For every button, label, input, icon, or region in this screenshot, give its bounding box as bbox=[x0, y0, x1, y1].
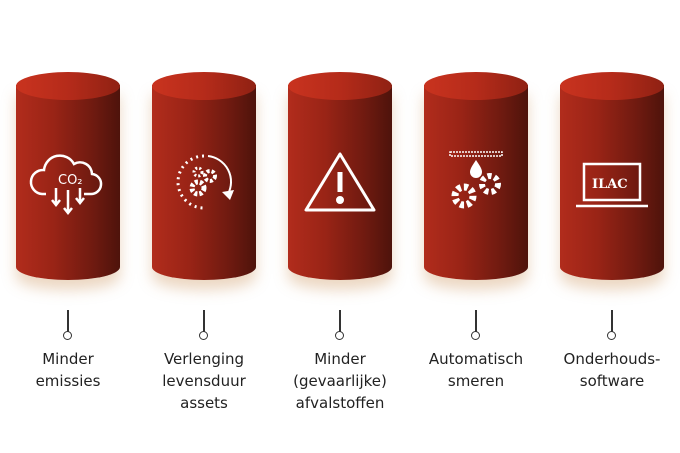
laptop-icon: ILAC bbox=[576, 162, 648, 208]
connector-dot bbox=[63, 331, 72, 340]
cylinder: ILAC bbox=[560, 72, 664, 294]
connector-line bbox=[203, 310, 205, 332]
connector-dot bbox=[607, 331, 616, 340]
pillar-emissions: CO₂ Minder emissies bbox=[0, 0, 136, 453]
connector-dot bbox=[335, 331, 344, 340]
connector-line bbox=[339, 310, 341, 332]
svg-text:CO₂: CO₂ bbox=[58, 173, 83, 188]
cylinder: CO₂ bbox=[16, 72, 120, 294]
gears-cycle-icon bbox=[176, 154, 234, 210]
connector-line bbox=[475, 310, 477, 332]
pillar-label: Verlenging levensduur assets bbox=[162, 350, 246, 412]
connector-dot bbox=[199, 331, 208, 340]
pillar-label: Onderhouds- software bbox=[563, 350, 661, 390]
pillar-label: Minder emissies bbox=[35, 350, 101, 390]
pillar-label: Automatisch smeren bbox=[428, 350, 524, 390]
connector-line bbox=[67, 310, 69, 332]
pillar-waste: Minder (gevaarlijke) afvalstoffen bbox=[272, 0, 408, 453]
warning-icon bbox=[304, 152, 376, 212]
pillar-label: Minder (gevaarlijke) afvalstoffen bbox=[293, 350, 387, 412]
pillar-maintenance-software: ILAC Onderhouds- software bbox=[544, 0, 680, 453]
cylinder bbox=[152, 72, 256, 294]
connector-dot bbox=[471, 331, 480, 340]
pillar-asset-lifetime: Verlenging levensduur assets bbox=[136, 0, 272, 453]
pillar-auto-lubrication: Automatisch smeren bbox=[408, 0, 544, 453]
cylinder bbox=[288, 72, 392, 294]
co2-cloud-icon: CO₂ bbox=[29, 154, 103, 216]
connector-line bbox=[611, 310, 613, 332]
svg-text:ILAC: ILAC bbox=[592, 177, 628, 192]
lubrication-gears-icon bbox=[449, 151, 503, 209]
cylinder bbox=[424, 72, 528, 294]
